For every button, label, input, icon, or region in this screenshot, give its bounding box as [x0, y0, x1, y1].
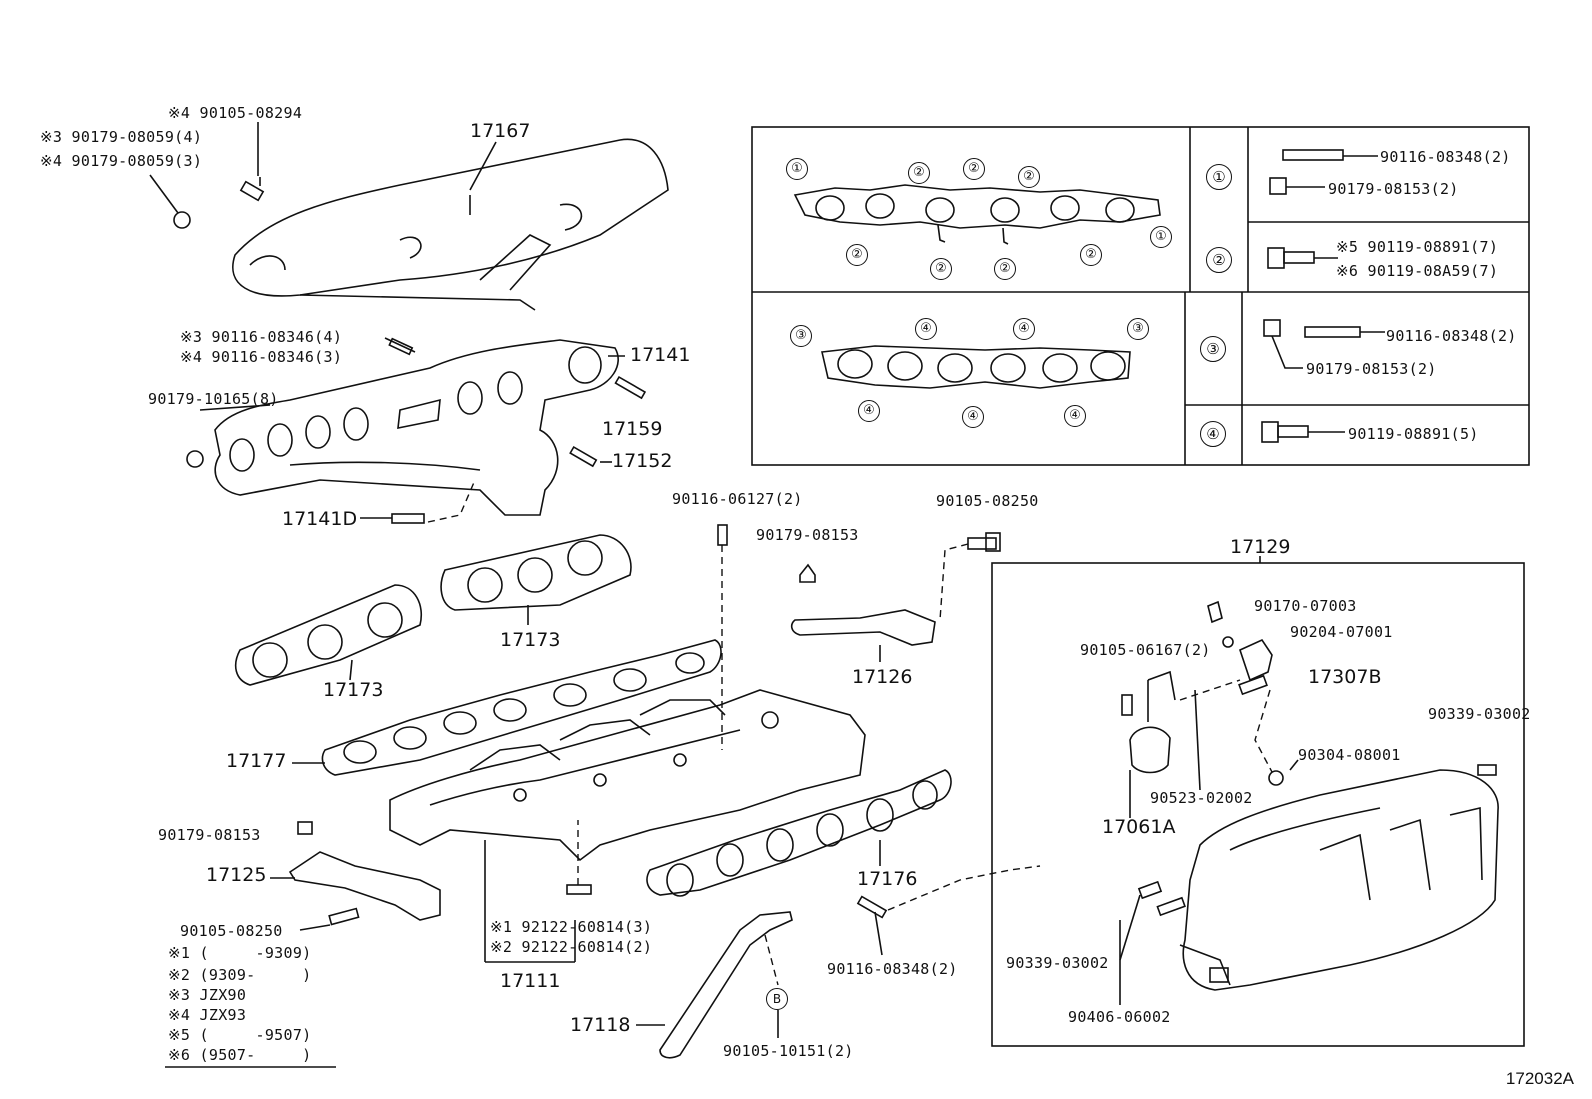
footnote-2: ※2 (9309- ) — [168, 966, 312, 984]
label-17152: 17152 — [612, 450, 673, 472]
label-17159: 17159 — [602, 418, 663, 440]
callout-b: B — [766, 988, 788, 1010]
label-17167: 17167 — [470, 120, 531, 142]
label-17307B: 17307B — [1308, 666, 1382, 688]
callout-4: ④ — [962, 406, 984, 428]
label-17177: 17177 — [226, 750, 287, 772]
bracket-17125 — [288, 851, 441, 921]
callout-2: ② — [1018, 166, 1040, 188]
gasket-17173-right — [440, 534, 632, 611]
label-90179-08059-4: ※3 90179-08059(4) — [40, 128, 203, 146]
label-90406-06002: 90406-06002 — [1068, 1008, 1171, 1026]
label-90105-08250-top: 90105-08250 — [936, 492, 1039, 510]
callout-4: ④ — [1064, 405, 1086, 427]
table-label-90116-08348-row1: 90116-08348(2) — [1380, 148, 1511, 166]
gasket-17173-left — [234, 584, 422, 686]
label-90116-06127: 90116-06127(2) — [672, 490, 803, 508]
label-17173-right: 17173 — [500, 629, 561, 651]
fasteners — [149, 174, 1041, 926]
label-90105-06167: 90105-06167(2) — [1080, 641, 1211, 659]
callout-2: ② — [1080, 244, 1102, 266]
label-92122-60814-2: ※2 92122-60814(2) — [490, 938, 653, 956]
label-17118: 17118 — [570, 1014, 631, 1036]
table-label-90119-08891-row2: ※5 90119-08891(7) — [1336, 238, 1499, 256]
gasket-table — [751, 126, 1530, 466]
table-label-90119-08891-row4: 90119-08891(5) — [1348, 425, 1479, 443]
table-key-1: ① — [1206, 164, 1232, 190]
label-90105-08250-left: 90105-08250 — [180, 922, 283, 940]
label-17173-left: 17173 — [323, 679, 384, 701]
table-label-90179-08153-row3: 90179-08153(2) — [1306, 360, 1437, 378]
label-90116-08346-4: ※3 90116-08346(4) — [180, 328, 343, 346]
callout-1: ① — [786, 158, 808, 180]
table-key-4: ④ — [1200, 421, 1226, 447]
label-17141D: 17141D — [282, 508, 358, 530]
label-90116-08346-3: ※4 90116-08346(3) — [180, 348, 343, 366]
label-90304-08001: 90304-08001 — [1298, 746, 1401, 764]
callout-2: ② — [930, 258, 952, 280]
label-90179-08059-3: ※4 90179-08059(3) — [40, 152, 203, 170]
callout-3: ③ — [1127, 318, 1149, 340]
label-90339-03002-right: 90339-03002 — [1428, 705, 1531, 723]
footnote-5: ※5 ( -9507) — [168, 1026, 312, 1044]
label-90105-08294: ※4 90105-08294 — [168, 104, 303, 122]
label-90170-07003: 90170-07003 — [1254, 597, 1357, 615]
callout-2: ② — [908, 162, 930, 184]
callout-4: ④ — [1013, 318, 1035, 340]
label-90339-03002-left: 90339-03002 — [1006, 954, 1109, 972]
leader-lines — [257, 122, 883, 1038]
gasket-17176 — [646, 769, 952, 897]
intake-manifold-17111 — [389, 689, 866, 963]
table-key-3: ③ — [1200, 336, 1226, 362]
callout-2: ② — [846, 244, 868, 266]
intake-gasket-17177 — [321, 639, 722, 776]
table-label-90179-08153-row1: 90179-08153(2) — [1328, 180, 1459, 198]
callout-4: ④ — [915, 318, 937, 340]
table-key-2: ② — [1206, 247, 1232, 273]
label-90116-08348: 90116-08348(2) — [827, 960, 958, 978]
label-17111: 17111 — [500, 970, 561, 992]
bracket-17126 — [790, 609, 936, 646]
callout-2: ② — [963, 158, 985, 180]
label-90179-08153-left: 90179-08153 — [158, 826, 261, 844]
diagram-code: 172032A — [1505, 1069, 1574, 1088]
label-90523-02002: 90523-02002 — [1150, 789, 1253, 807]
label-17141: 17141 — [630, 344, 691, 366]
callout-4: ④ — [858, 400, 880, 422]
table-label-90119-08A59-row2: ※6 90119-08A59(7) — [1336, 262, 1499, 280]
label-17129: 17129 — [1230, 536, 1291, 558]
footnote-3: ※3 JZX90 — [168, 986, 247, 1004]
callout-2: ② — [994, 258, 1016, 280]
label-90204-07001: 90204-07001 — [1290, 623, 1393, 641]
callout-1: ① — [1150, 226, 1172, 248]
label-17061A: 17061A — [1102, 816, 1176, 838]
callout-3: ③ — [790, 325, 812, 347]
footnote-6: ※6 (9507- ) — [168, 1046, 312, 1064]
intake-chamber-box — [991, 556, 1525, 1047]
label-17126: 17126 — [852, 666, 913, 688]
label-17176: 17176 — [857, 868, 918, 890]
label-17125: 17125 — [206, 864, 267, 886]
label-90179-08153-top: 90179-08153 — [756, 526, 859, 544]
label-90105-10151: 90105-10151(2) — [723, 1042, 854, 1060]
stay-17118 — [659, 911, 793, 1059]
label-92122-60814-3: ※1 92122-60814(3) — [490, 918, 653, 936]
exhaust-manifold-17141 — [214, 339, 619, 516]
table-label-90116-08348-row3: 90116-08348(2) — [1386, 327, 1517, 345]
heat-insulator-17167 — [232, 138, 669, 311]
footnote-4: ※4 JZX93 — [168, 1006, 247, 1024]
footnote-1: ※1 ( -9309) — [168, 944, 312, 962]
label-90179-10165: 90179-10165(8) — [148, 390, 279, 408]
